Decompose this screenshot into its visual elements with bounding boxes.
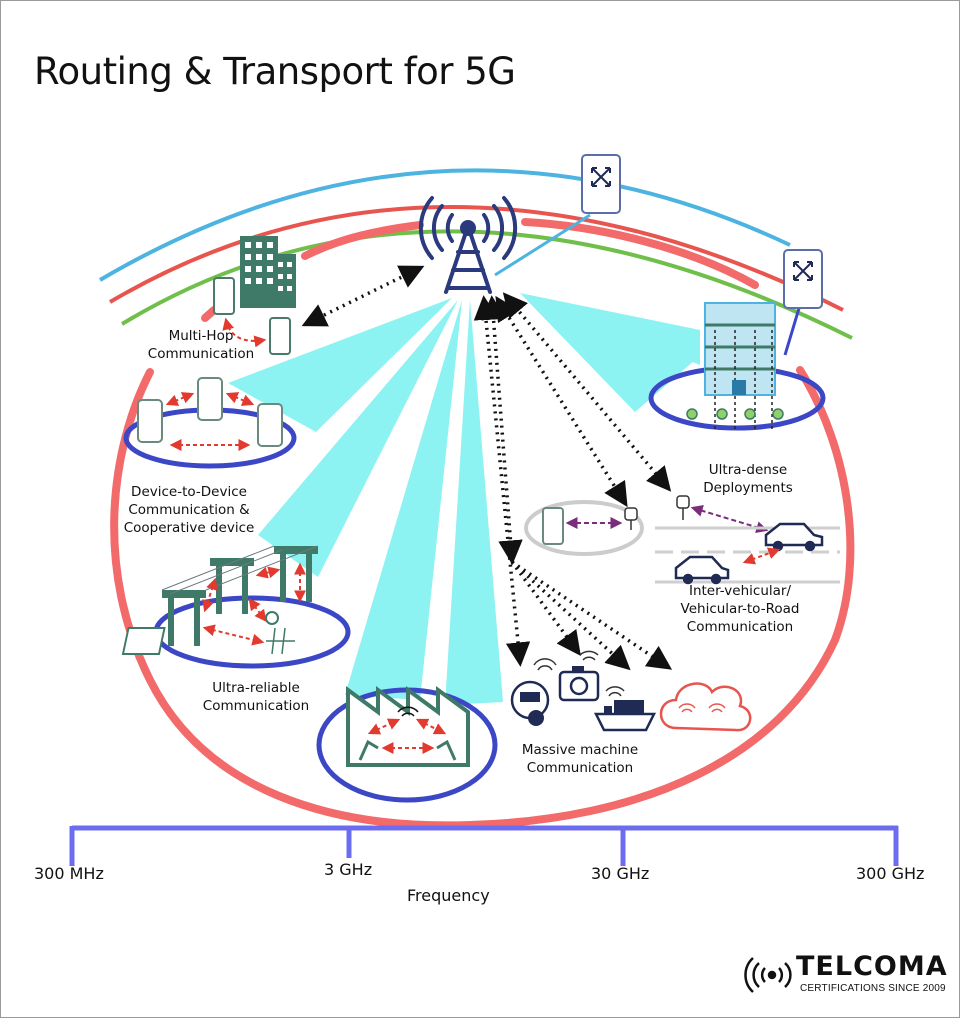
page-title: Routing & Transport for 5G <box>34 50 516 93</box>
multi-hop-group <box>213 236 296 355</box>
freq-tick-label: 300 MHz <box>34 864 104 883</box>
backhaul-link <box>494 213 591 277</box>
machine-links <box>510 560 673 671</box>
logo-tagline: CERTIFICATIONS SINCE 2009 <box>800 983 946 994</box>
backbone-arc-red <box>108 204 844 312</box>
roadside-unit-icon <box>624 495 690 530</box>
building-icon <box>240 236 296 308</box>
factory-group <box>316 686 498 803</box>
phone-icon <box>542 507 564 545</box>
freq-tick-label: 300 GHz <box>856 864 925 883</box>
backhaul-link-right <box>783 304 802 356</box>
massive-machine-group <box>510 650 752 732</box>
solar-panel-icon <box>121 611 295 655</box>
tower-links <box>301 265 672 667</box>
robot-arm-icon <box>358 739 457 761</box>
telcoma-logo-mark <box>744 957 792 993</box>
radiation-beams <box>228 293 700 705</box>
camera-icon <box>558 666 600 702</box>
d2d-group <box>123 377 297 469</box>
vehicular-group <box>524 495 840 585</box>
office-building-icon <box>704 302 776 430</box>
ultra-dense-group <box>648 302 826 431</box>
cloud-icon <box>659 682 752 732</box>
telcoma-logo: TELCOMA CERTIFICATIONS SINCE 2009 <box>742 951 954 999</box>
beam-reliable <box>258 300 458 577</box>
cargo-ship-icon <box>593 700 657 732</box>
logo-name: TELCOMA <box>796 951 948 982</box>
freq-tick-label: 30 GHz <box>591 864 650 883</box>
freq-tick-label: 3 GHz <box>324 860 373 879</box>
backbone-arc-blue <box>98 168 791 282</box>
coverage-ellipse <box>110 218 855 830</box>
frequency-axis <box>69 825 899 866</box>
beam-factory <box>345 300 462 700</box>
router-icon <box>783 249 823 309</box>
phone-icon <box>213 277 291 355</box>
cell-tower-icon <box>418 196 518 294</box>
frequency-axis-label: Frequency <box>407 886 490 905</box>
beam-d2d <box>228 298 452 432</box>
router-icon <box>581 154 621 214</box>
ultra-reliable-group <box>121 545 351 669</box>
factory-icon <box>346 686 470 767</box>
smart-meter-icon <box>510 680 550 726</box>
